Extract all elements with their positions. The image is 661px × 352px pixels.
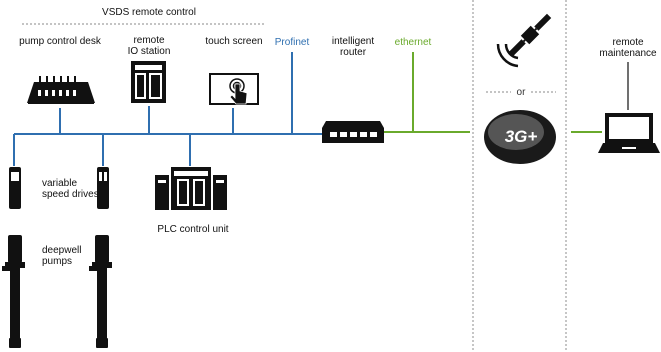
pump-control-desk-icon — [27, 76, 95, 104]
pump-control-desk-label: pump control desk — [19, 36, 102, 47]
satellite-icon — [496, 13, 552, 68]
remote-io-label-line2: IO station — [128, 46, 171, 57]
cellular-3g-logo: 3G+ — [484, 110, 556, 164]
vsd-label-line1: variable — [42, 178, 77, 189]
pumps-label-line1: deepwell — [42, 245, 81, 256]
laptop-icon — [598, 113, 660, 153]
drive-icon-2 — [97, 167, 109, 209]
cellular-logo-text: 3G+ — [505, 127, 538, 146]
touch-screen-icon — [209, 73, 259, 105]
pump-icon-2 — [89, 235, 112, 348]
profinet-label: Profinet — [275, 37, 310, 48]
remote-io-station-icon — [131, 61, 166, 103]
router-label-line2: router — [340, 47, 367, 58]
pump-icon-1 — [2, 235, 25, 348]
profinet-bus — [13, 52, 322, 166]
ethernet-label: ethernet — [395, 37, 432, 48]
remote-maintenance-label-line1: remote — [612, 37, 644, 48]
plc-label: PLC control unit — [157, 224, 228, 235]
remote-maintenance-label-line2: maintenance — [599, 48, 657, 59]
remote-io-label-line1: remote — [133, 35, 165, 46]
touch-screen-label: touch screen — [205, 36, 262, 47]
ethernet-link — [384, 52, 602, 133]
group-title: VSDS remote control — [102, 7, 196, 18]
vsd-label-line2: speed drives — [42, 189, 99, 200]
drive-icon-1 — [9, 167, 21, 209]
plc-icon — [155, 167, 227, 210]
router-icon — [322, 121, 384, 143]
pumps-label-line2: pumps — [42, 256, 72, 267]
or-label: or — [517, 87, 527, 98]
router-label-line1: intelligent — [332, 36, 374, 47]
